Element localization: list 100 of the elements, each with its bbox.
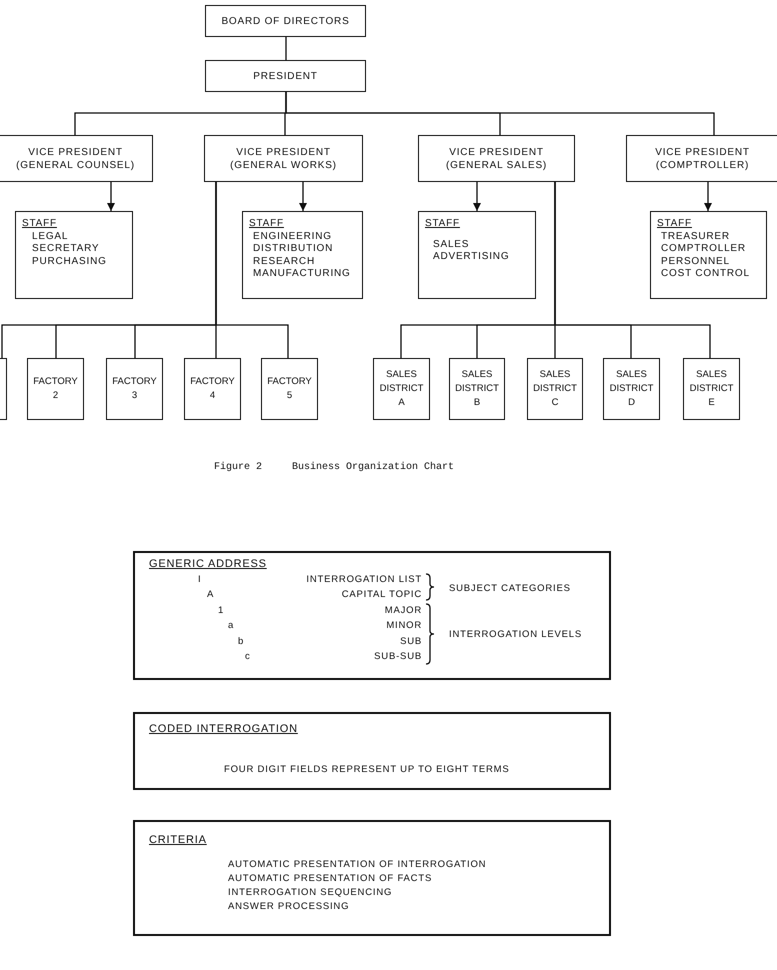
connector-line xyxy=(215,182,289,358)
box-label: PRESIDENT xyxy=(253,70,318,82)
staff-item: RESEARCH xyxy=(253,256,316,268)
box-label: 3 xyxy=(132,389,138,403)
staff-box xyxy=(242,211,363,299)
box-label: DISTRICT xyxy=(610,382,654,396)
outline-mark: I xyxy=(198,573,202,586)
box-label: VICE PRESIDENT xyxy=(28,146,123,158)
staff-heading: STAFF xyxy=(22,218,58,230)
staff-item: LEGAL xyxy=(32,230,70,243)
panel-heading: CODED INTERROGATION xyxy=(149,723,298,736)
connector-line xyxy=(285,37,287,60)
staff-item: TREASURER xyxy=(661,230,731,243)
box-label: SALES xyxy=(462,368,492,382)
outline-mark: b xyxy=(238,635,244,648)
outline-term: MAJOR xyxy=(384,604,422,617)
group-label: INTERROGATION LEVELS xyxy=(449,628,582,641)
outline-term: INTERROGATION LIST xyxy=(306,573,422,586)
staff-heading: STAFF xyxy=(425,218,461,230)
box-label: D xyxy=(628,396,635,410)
unit-box xyxy=(184,358,241,420)
box-label: FACTORY xyxy=(33,375,78,389)
criteria-item: AUTOMATIC PRESENTATION OF INTERROGATION xyxy=(228,858,486,871)
unit-box xyxy=(449,358,505,420)
connector-line xyxy=(285,92,715,135)
box-label: E xyxy=(708,396,715,410)
panel-heading: GENERIC ADDRESS xyxy=(149,558,267,571)
unit-box xyxy=(27,358,84,420)
arrow xyxy=(299,182,307,211)
box-label: DISTRICT xyxy=(533,382,577,396)
staff-box xyxy=(650,211,767,299)
box-label: DISTRICT xyxy=(455,382,499,396)
outline-mark: c xyxy=(245,650,251,663)
box-label: (GENERAL SALES) xyxy=(446,158,548,172)
criteria-item: AUTOMATIC PRESENTATION OF FACTS xyxy=(228,872,432,885)
box-label: (GENERAL WORKS) xyxy=(230,158,337,172)
unit-box xyxy=(261,358,318,420)
outline-panel xyxy=(133,551,611,680)
figure-caption: Figure 2 Business Organization Chart xyxy=(214,462,454,473)
unit-box xyxy=(603,358,660,420)
box-label: SALES xyxy=(616,368,647,382)
box-label: VICE PRESIDENT xyxy=(236,146,331,158)
box-label: SALES xyxy=(540,368,570,382)
box-label: B xyxy=(474,396,480,410)
box-label: SALES xyxy=(386,368,417,382)
outline-term: SUB xyxy=(400,635,422,648)
connector-line xyxy=(554,182,711,358)
box-label: C xyxy=(552,396,558,410)
criteria-item: ANSWER PROCESSING xyxy=(228,900,350,913)
position-box xyxy=(0,135,153,182)
staff-item: COMPTROLLER xyxy=(661,243,747,256)
outline-mark: a xyxy=(228,619,234,632)
arrow xyxy=(473,182,481,211)
outline-term: SUB-SUB xyxy=(374,650,422,663)
box-label: (COMPTROLLER) xyxy=(656,158,750,172)
position-box xyxy=(626,135,777,182)
unit-box xyxy=(683,358,740,420)
staff-heading: STAFF xyxy=(249,218,285,230)
staff-item: PURCHASING xyxy=(32,256,108,268)
staff-item: SECRETARY xyxy=(32,243,100,256)
panel xyxy=(133,712,611,790)
staff-heading: STAFF xyxy=(657,218,693,230)
box-label: DISTRICT xyxy=(690,382,734,396)
staff-item: DISTRIBUTION xyxy=(253,243,334,256)
staff-item: ADVERTISING xyxy=(433,251,510,264)
box-label: FACTORY xyxy=(267,375,312,389)
box-label: A xyxy=(398,396,405,410)
position-box xyxy=(205,5,366,37)
outline-term: MINOR xyxy=(386,619,422,632)
box-label: VICE PRESIDENT xyxy=(449,146,544,158)
panel-text: FOUR DIGIT FIELDS REPRESENT UP TO EIGHT TERMS xyxy=(224,763,510,776)
staff-item: PERSONNEL xyxy=(661,256,731,268)
outline-term: CAPITAL TOPIC xyxy=(342,588,422,601)
outline-mark: 1 xyxy=(218,604,224,617)
staff-box xyxy=(418,211,536,299)
position-box xyxy=(418,135,575,182)
group-label: SUBJECT CATEGORIES xyxy=(449,582,571,595)
position-box xyxy=(205,60,366,92)
staff-item: COST CONTROL xyxy=(661,268,751,280)
box-label: FACTORY xyxy=(190,375,235,389)
box-label: DISTRICT xyxy=(380,382,424,396)
criteria-item: INTERROGATION SEQUENCING xyxy=(228,886,392,899)
staff-box xyxy=(15,211,133,299)
panel-heading: CRITERIA xyxy=(149,834,207,847)
unit-box xyxy=(373,358,430,420)
box-label: 4 xyxy=(210,389,216,403)
arrow xyxy=(107,182,115,211)
box-label: FACTORY xyxy=(112,375,157,389)
position-box xyxy=(204,135,363,182)
arrow xyxy=(704,182,712,211)
box-label: (GENERAL COUNSEL) xyxy=(16,158,135,172)
box-label: VICE PRESIDENT xyxy=(655,146,750,158)
box-label: 5 xyxy=(286,389,292,403)
unit-box xyxy=(106,358,163,420)
unit-box xyxy=(527,358,583,420)
outline-mark: A xyxy=(207,588,214,601)
box-label: 2 xyxy=(52,389,58,403)
staff-item: ENGINEERING xyxy=(253,230,333,243)
staff-item: SALES xyxy=(433,238,470,251)
box-label: BOARD OF DIRECTORS xyxy=(221,14,350,28)
